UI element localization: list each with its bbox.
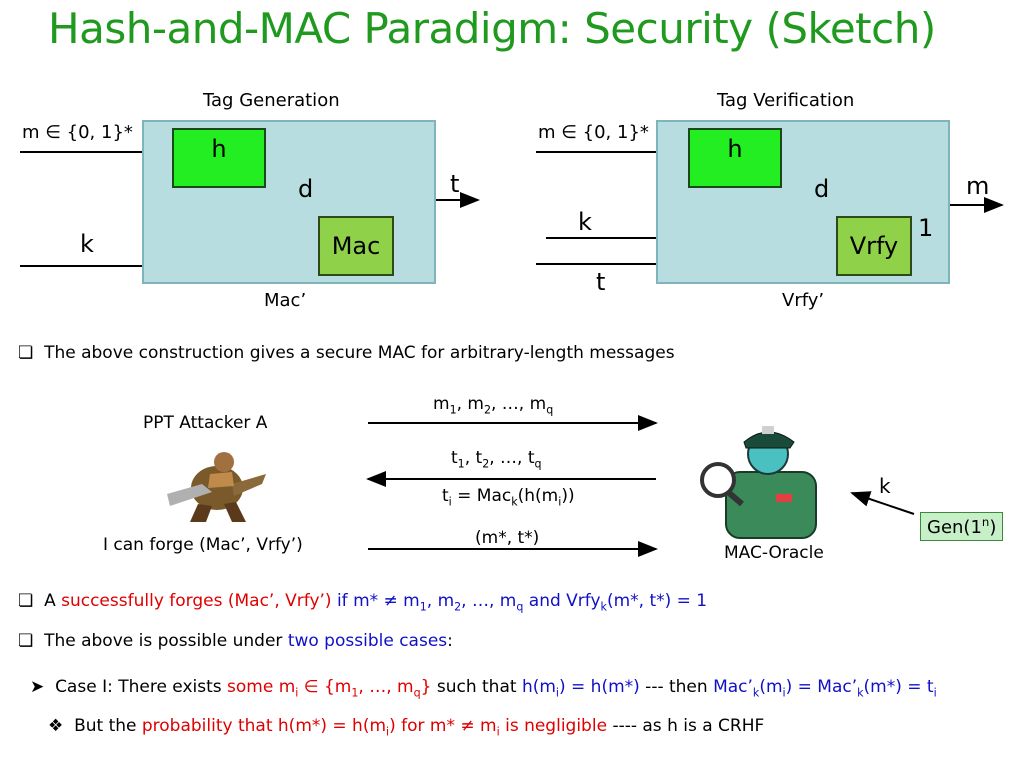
tag-formula: ti = Mack(h(mi)) <box>442 486 575 509</box>
oracle-key-label: k <box>879 474 891 498</box>
attacker-label: PPT Attacker A <box>143 413 268 433</box>
vrfy-label: Vrfy <box>849 232 899 260</box>
vrfy-box: Vrfy <box>836 216 912 276</box>
tag-gen-message-input: m ∈ {0, 1}* <box>22 122 133 143</box>
hash-box: h <box>172 128 266 188</box>
tag-generation-heading: Tag Generation <box>203 90 340 111</box>
forgery-label: (m*, t*) <box>475 528 540 548</box>
bullet-forgery-condition: ❏ A successfully forges (Mac’, Vrfy’) if… <box>18 591 708 614</box>
verify-digest-label: d <box>814 175 830 203</box>
verify-result-label: 1 <box>918 214 934 242</box>
key-label: k <box>80 230 94 258</box>
tag-ver-message-input: m ∈ {0, 1}* <box>538 122 649 143</box>
mac-prime-caption: Mac’ <box>264 290 307 311</box>
bullet-secure-mac: ❏ The above construction gives a secure … <box>18 343 675 363</box>
verify-hash-label: h <box>727 135 743 163</box>
attacker-figure <box>167 452 266 522</box>
gen-box: Gen(1n) <box>920 512 1004 541</box>
oracle-figure <box>700 426 817 539</box>
oracle-label: MAC-Oracle <box>724 543 824 563</box>
queries-label: m1, m2, …, mq <box>433 394 554 417</box>
mac-label: Mac <box>331 232 381 260</box>
case-one: ➤ Case I: There exists some mi ∈ {m1, …,… <box>30 677 937 700</box>
tag-verification-heading: Tag Verification <box>717 90 855 111</box>
forge-claim-label: I can forge (Mac’, Vrfy’) <box>103 535 303 555</box>
diamond-bullet-icon: ❖ <box>48 716 64 736</box>
vrfy-prime-caption: Vrfy’ <box>782 290 825 311</box>
tags-label: t1, t2, …, tq <box>451 448 542 471</box>
bullet-negligible: ❖ But the probability that h(m*) = h(mi)… <box>48 716 765 739</box>
arrow-bullet-icon: ➤ <box>30 677 45 697</box>
bullet-two-cases: ❏ The above is possible under two possib… <box>18 631 453 651</box>
verify-hash-box: h <box>688 128 782 188</box>
verify-key-label: k <box>578 208 592 236</box>
verify-tag-label: t <box>596 268 606 296</box>
mac-box: Mac <box>318 216 394 276</box>
page-title: Hash-and-MAC Paradigm: Security (Sketch) <box>48 4 936 53</box>
checkbox-bullet-icon: ❏ <box>18 591 34 611</box>
hash-label: h <box>211 135 227 163</box>
tag-output-label: t <box>450 170 460 198</box>
digest-label: d <box>298 175 314 203</box>
checkbox-bullet-icon: ❏ <box>18 631 34 651</box>
checkbox-bullet-icon: ❏ <box>18 343 34 363</box>
message-output-label: m <box>966 172 990 200</box>
